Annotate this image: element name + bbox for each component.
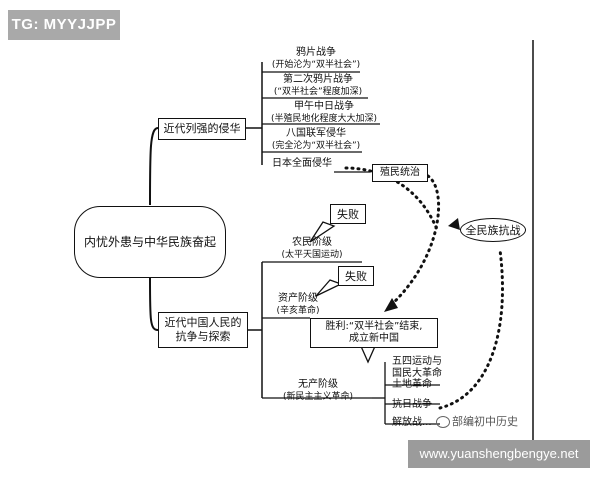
aggression-note: (半殖民地化程度大大加深) bbox=[270, 114, 378, 124]
colonial-rule: 殖民统治 bbox=[372, 164, 428, 182]
resistance-node: 全民族抗战 bbox=[460, 218, 526, 242]
revolution-label: 国民大革命 bbox=[392, 368, 442, 379]
peasant-title: 农民阶级 bbox=[292, 237, 332, 248]
wechat-icon bbox=[436, 416, 450, 428]
peasant-item: 农民阶级 (太平天国运动) bbox=[264, 236, 360, 261]
revolution-item: 解放战... bbox=[392, 417, 432, 428]
revolution-item: 五四运动与 国民大革命 bbox=[392, 356, 442, 380]
aggression-title: 鸦片战争 bbox=[296, 47, 336, 58]
tg-badge: TG: MYYJJPP bbox=[8, 10, 120, 40]
branch-struggle: 近代中国人民的 抗争与探索 bbox=[158, 312, 248, 348]
revolution-label: 五四运动与 bbox=[392, 356, 442, 367]
aggression-title: 甲午中日战争 bbox=[294, 101, 354, 112]
branch-aggression: 近代列强的侵华 bbox=[158, 118, 246, 140]
peasant-note: (太平天国运动) bbox=[281, 250, 343, 260]
aggression-note: (“双半社会”程度加深) bbox=[273, 87, 363, 97]
aggression-note: (开始沦为“双半社会”) bbox=[271, 60, 361, 70]
fail-bubble: 失败 bbox=[338, 266, 374, 286]
aggression-title: 八国联军侵华 bbox=[286, 128, 346, 139]
bourgeois-note: (辛亥革命) bbox=[276, 306, 320, 316]
bourgeois-title: 资产阶级 bbox=[278, 293, 318, 304]
japan-invasion: 日本全面侵华 bbox=[272, 158, 332, 169]
aggression-item: 鸦片战争 (开始沦为“双半社会”) bbox=[268, 46, 364, 71]
aggression-item: 甲午中日战争 (半殖民地化程度大大加深) bbox=[266, 100, 382, 125]
revolution-item: 土地革命 bbox=[392, 379, 432, 390]
aggression-note: (完全沦为“双半社会”) bbox=[271, 141, 361, 151]
aggression-title: 第二次鸦片战争 bbox=[283, 74, 353, 85]
branch-struggle-line2: 抗争与探索 bbox=[175, 330, 231, 343]
victory-bubble: 胜利:“双半社会”结束, 成立新中国 bbox=[310, 318, 438, 348]
proletariat-note: (新民主主义革命) bbox=[282, 392, 354, 402]
branch-struggle-line1: 近代中国人民的 bbox=[164, 316, 242, 329]
watermark: www.yuanshengbengye.net bbox=[408, 440, 590, 468]
center-node: 内忧外患与中华民族奋起 bbox=[74, 206, 226, 278]
proletariat-title: 无产阶级 bbox=[298, 379, 338, 390]
revolution-item: 抗日战争 bbox=[392, 399, 432, 410]
fail-bubble: 失败 bbox=[330, 204, 366, 224]
victory-line1: 胜利:“双半社会”结束, bbox=[325, 321, 423, 332]
aggression-item: 八国联军侵华 (完全沦为“双半社会”) bbox=[268, 127, 364, 152]
bourgeois-item: 资产阶级 (辛亥革命) bbox=[262, 292, 334, 317]
credit-text: 部编初中历史 bbox=[452, 415, 518, 428]
aggression-item: 第二次鸦片战争 (“双半社会”程度加深) bbox=[268, 73, 368, 98]
proletariat-item: 无产阶级 (新民主主义革命) bbox=[266, 378, 370, 403]
credit: 部编初中历史 bbox=[436, 413, 518, 429]
victory-line2: 成立新中国 bbox=[349, 333, 399, 344]
